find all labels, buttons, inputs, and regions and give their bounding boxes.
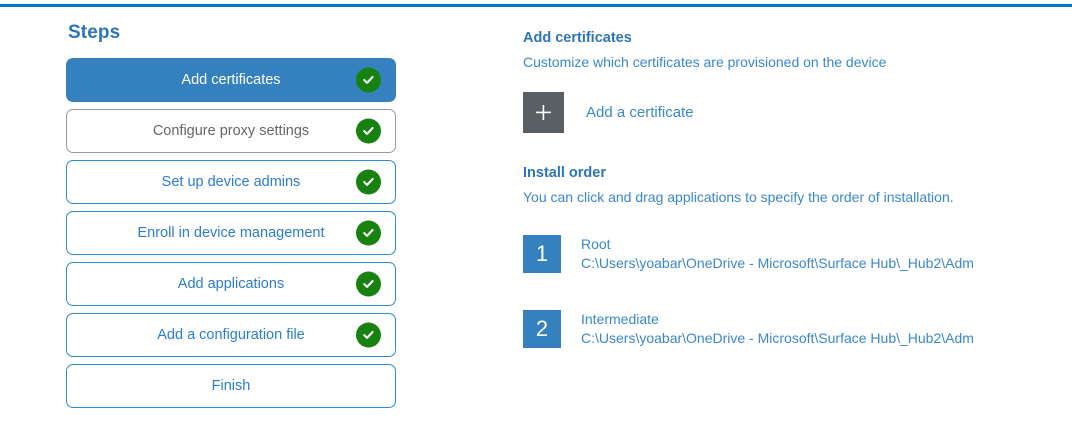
- step-item-0[interactable]: Add certificates: [66, 58, 396, 102]
- install-order-subtitle: You can click and drag applications to s…: [523, 189, 954, 206]
- step-item-6[interactable]: Finish: [66, 364, 396, 408]
- detail-subtitle: Customize which certificates are provisi…: [523, 54, 887, 71]
- step-label: Configure proxy settings: [152, 122, 310, 139]
- add-certificate-button[interactable]: Add a certificate: [523, 91, 694, 133]
- step-item-2[interactable]: Set up device admins: [66, 160, 396, 204]
- steps-title: Steps: [68, 22, 121, 43]
- plus-icon: [523, 91, 564, 133]
- install-item-name: Root: [581, 235, 611, 252]
- install-item-path: C:\Users\yoabar\OneDrive - Microsoft\Sur…: [581, 329, 974, 346]
- order-number-tile: 2: [523, 309, 561, 348]
- install-order-section: Install order You can click and drag app…: [523, 165, 1072, 207]
- step-label: Add applications: [177, 275, 285, 292]
- check-circle-icon: [356, 271, 381, 297]
- detail-panel: Add certificates Customize which certifi…: [523, 30, 1072, 385]
- install-item-name: Intermediate: [581, 310, 659, 327]
- top-accent-rule: [0, 4, 1072, 7]
- step-label: Set up device admins: [161, 173, 301, 190]
- add-certificate-label: Add a certificate: [586, 103, 694, 121]
- install-order-heading: Install order: [523, 164, 606, 181]
- detail-heading: Add certificates: [523, 30, 632, 46]
- step-item-3[interactable]: Enroll in device management: [66, 211, 396, 255]
- step-item-4[interactable]: Add applications: [66, 262, 396, 306]
- step-label: Finish: [211, 377, 251, 394]
- check-circle-icon: [356, 220, 381, 246]
- step-item-1[interactable]: Configure proxy settings: [66, 109, 396, 153]
- check-circle-icon: [356, 322, 381, 348]
- order-number-tile: 1: [523, 234, 561, 273]
- step-label: Enroll in device management: [137, 224, 325, 241]
- step-label: Add certificates: [181, 71, 281, 88]
- install-item-path: C:\Users\yoabar\OneDrive - Microsoft\Sur…: [581, 254, 974, 271]
- check-circle-icon: [356, 118, 381, 144]
- check-circle-icon: [356, 169, 381, 195]
- step-item-5[interactable]: Add a configuration file: [66, 313, 396, 357]
- check-circle-icon: [356, 67, 381, 93]
- step-label: Add a configuration file: [157, 326, 305, 343]
